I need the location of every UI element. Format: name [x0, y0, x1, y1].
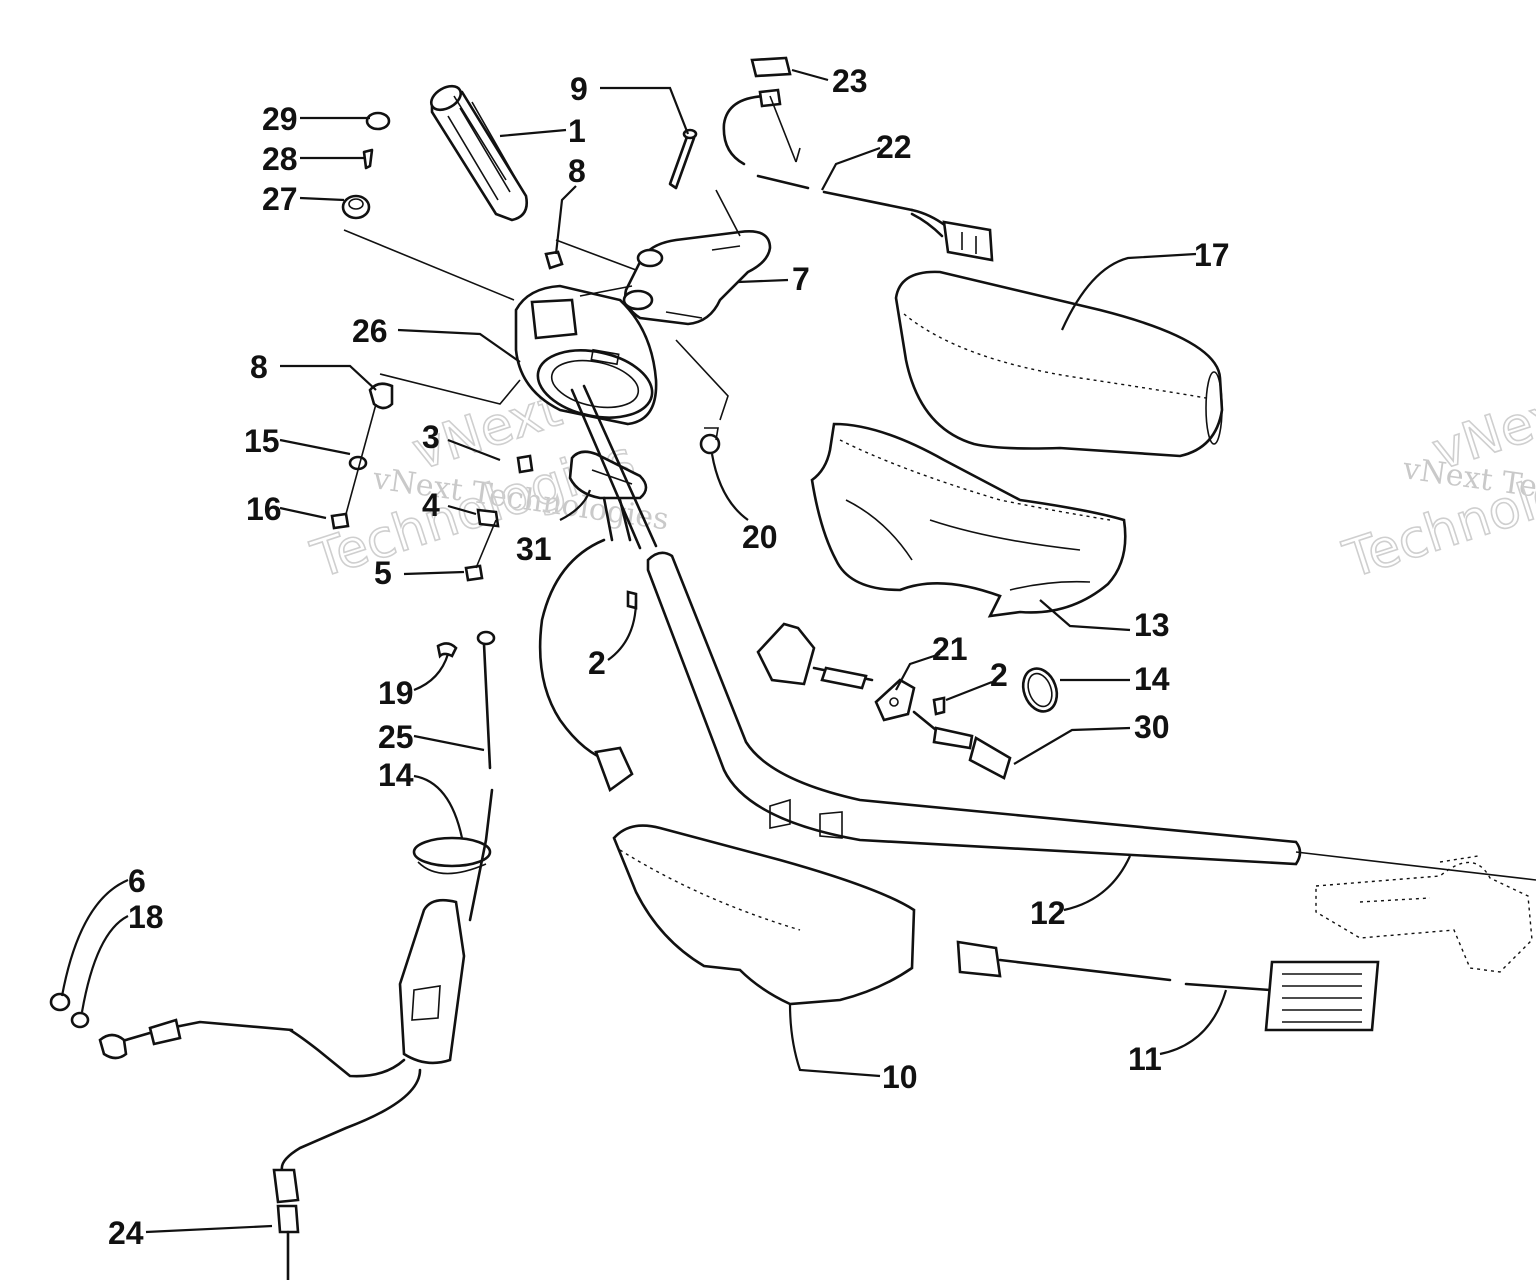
- part-clamp-14b: [412, 836, 492, 875]
- part-clip-4: [476, 508, 500, 528]
- part-screw-3: [516, 454, 534, 474]
- leader-lines: [60, 68, 1228, 1234]
- part-pad-17: [894, 270, 1224, 458]
- callout-27: 27: [262, 181, 298, 217]
- part-nut-16: [330, 512, 350, 530]
- callout-11: 11: [1128, 1041, 1162, 1077]
- callout-2-right: 2: [990, 657, 1008, 693]
- part-grip: [429, 84, 528, 222]
- part-harness-22: [722, 88, 994, 262]
- part-clip-19: [436, 642, 458, 659]
- part-bracket-21: [874, 678, 916, 722]
- callout-14-right: 14: [1134, 661, 1170, 697]
- callout-15: 15: [244, 423, 280, 459]
- callout-20: 20: [742, 519, 778, 555]
- callout-3: 3: [422, 419, 440, 455]
- part-cable-end: [49, 992, 294, 1060]
- callout-18: 18: [128, 899, 164, 935]
- part-handlebar-12: [570, 384, 1302, 866]
- callout-10: 10: [882, 1059, 918, 1095]
- part-grommet-27: [341, 194, 371, 220]
- callout-28: 28: [262, 141, 298, 177]
- callout-5: 5: [374, 555, 392, 591]
- callout-26: 26: [352, 313, 388, 349]
- callout-23: 23: [832, 63, 868, 99]
- callout-24: 24: [108, 1215, 144, 1251]
- part-housing-26: [514, 284, 658, 426]
- callout-9: 9: [570, 71, 588, 107]
- part-screw-5: [464, 564, 484, 582]
- part-heater-11: [956, 940, 1380, 1032]
- part-pad-23: [750, 56, 792, 78]
- callout-6: 6: [128, 863, 146, 899]
- part-screw-28: [362, 148, 374, 170]
- part-cable-25: [468, 630, 496, 922]
- callout-4: 4: [422, 487, 440, 523]
- part-clip-20: [699, 427, 721, 455]
- part-bolt-9: [668, 128, 698, 190]
- callout-17: 17: [1194, 237, 1230, 273]
- callout-22: 22: [876, 129, 912, 165]
- callout-21: 21: [932, 631, 968, 667]
- part-clamp-14a: [1021, 667, 1059, 713]
- callout-14-left: 14: [378, 757, 414, 793]
- callout-19: 19: [378, 675, 414, 711]
- part-cable-assembly: [272, 898, 466, 1280]
- callout-7: 7: [792, 261, 810, 297]
- part-screw-2b: [932, 696, 946, 716]
- callout-1: 1: [568, 113, 586, 149]
- part-pad-10: [612, 824, 916, 1006]
- part-throttle-housing-7: [622, 230, 772, 326]
- callout-25: 25: [378, 719, 414, 755]
- callout-30: 30: [1134, 709, 1170, 745]
- callout-13: 13: [1134, 607, 1170, 643]
- part-switch-handlebar: [756, 622, 874, 690]
- callout-2-left: 2: [588, 645, 606, 681]
- part-wire-left: [538, 538, 634, 793]
- callout-31: 31: [516, 531, 552, 567]
- part-cover-13: [810, 422, 1127, 618]
- part-nut-8a: [544, 250, 564, 270]
- part-cap: [365, 111, 391, 131]
- callout-16: 16: [246, 491, 282, 527]
- callout-8-left: 8: [250, 349, 268, 385]
- part-bracket-ghost: [1295, 851, 1536, 973]
- callout-numbers: 29 28 27 1 9 23 22 8 7 17 26 8 15 3 16 4…: [108, 63, 1230, 1251]
- part-connector-30: [912, 710, 1012, 780]
- callout-12: 12: [1030, 895, 1066, 931]
- callout-29: 29: [262, 101, 298, 137]
- callout-8-top: 8: [568, 153, 586, 189]
